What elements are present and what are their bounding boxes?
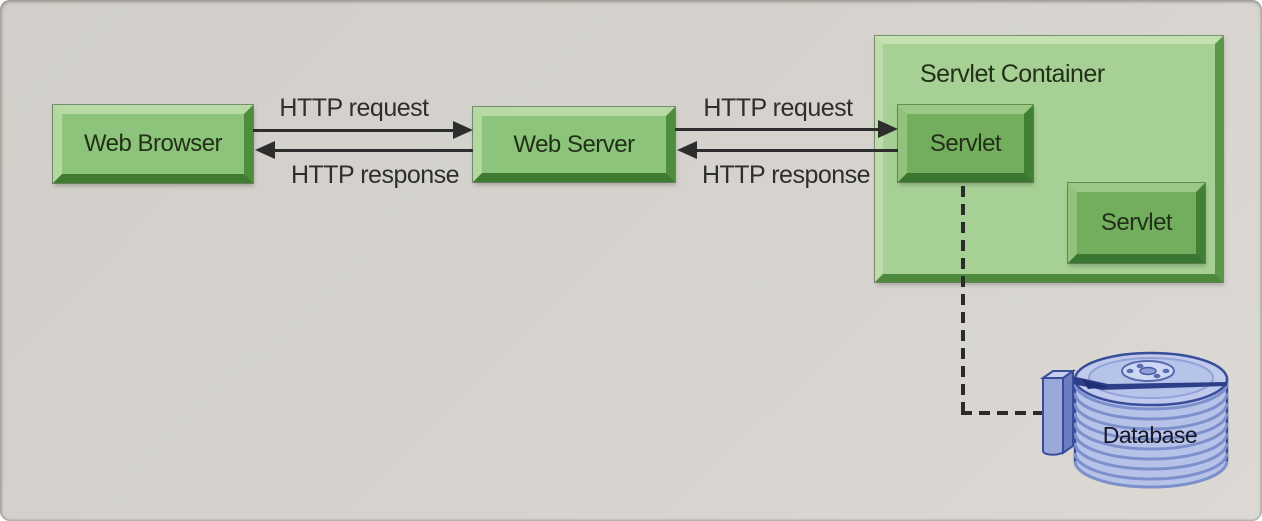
dashed-connector-vertical — [961, 186, 965, 415]
label-http-request-2: HTTP request — [703, 94, 853, 122]
node-servlet-2: Servlet — [1067, 182, 1206, 264]
database-icon — [1039, 351, 1229, 489]
database-label: Database — [1102, 422, 1198, 448]
arrow-server-to-servlet — [675, 128, 878, 131]
label-http-request-1: HTTP request — [279, 94, 429, 122]
web-browser-label: Web Browser — [83, 130, 223, 157]
label-http-response-2: HTTP response — [701, 161, 871, 189]
arrowhead-left-icon — [677, 141, 697, 159]
node-web-browser: Web Browser — [52, 104, 254, 184]
servlet-1-label: Servlet — [929, 129, 1002, 157]
arrowhead-right-icon — [453, 121, 473, 139]
servlet-container-label: Servlet Container — [920, 60, 1105, 88]
node-servlet-1: Servlet — [897, 104, 1034, 183]
label-http-response-1: HTTP response — [290, 161, 460, 189]
arrowhead-left-icon — [255, 141, 275, 159]
dashed-connector-horizontal — [961, 411, 1048, 415]
arrow-servlet-to-server — [697, 149, 898, 152]
node-web-server: Web Server — [472, 106, 676, 183]
arrow-browser-to-server — [253, 129, 453, 132]
servlet-2-label: Servlet — [1100, 209, 1173, 236]
web-server-label: Web Server — [513, 130, 635, 158]
arrowhead-right-icon — [878, 120, 898, 138]
arrow-server-to-browser — [275, 149, 473, 152]
